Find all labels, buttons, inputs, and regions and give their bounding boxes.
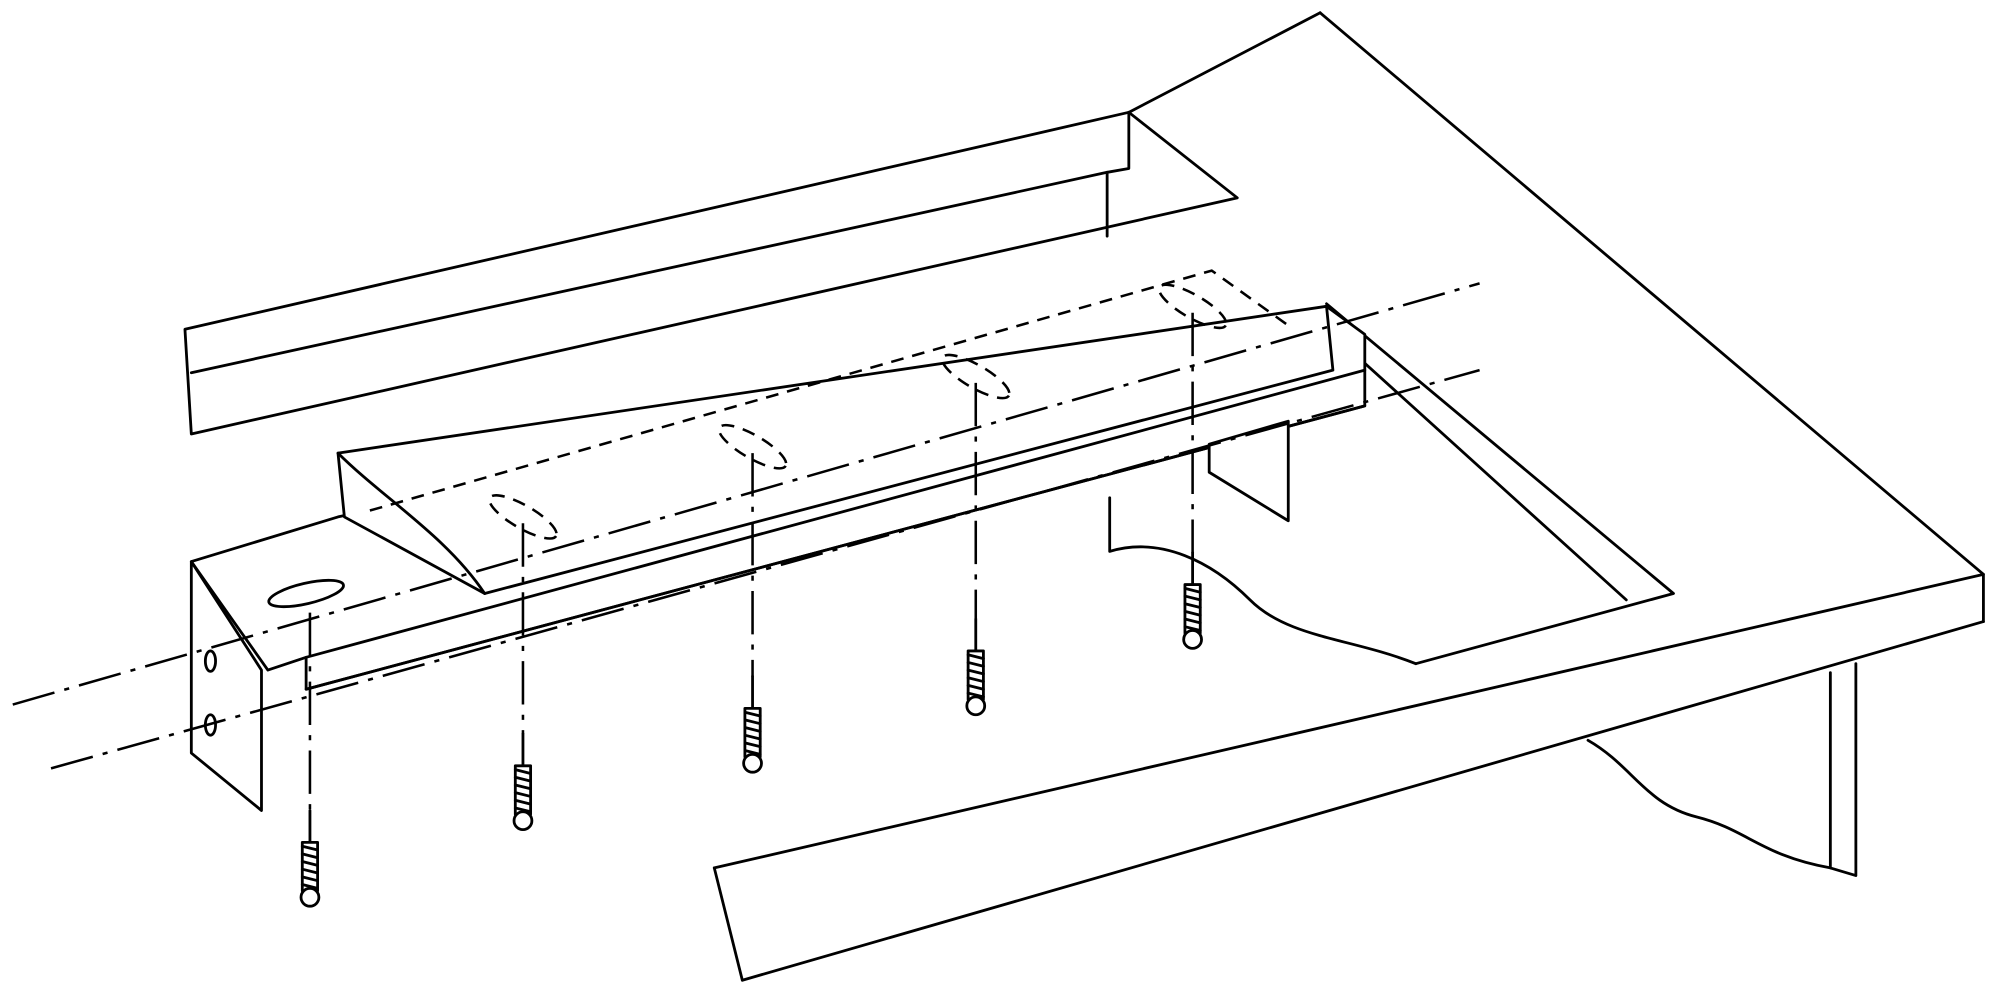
- hole: [203, 713, 217, 737]
- slot-outline: [488, 494, 558, 540]
- countertop: [712, 11, 1985, 982]
- screws: [203, 312, 1203, 908]
- screw: [512, 523, 534, 832]
- cabinet-support: [1108, 496, 1858, 877]
- mounting-block: [336, 304, 1335, 595]
- slots: [488, 283, 1228, 540]
- hole: [203, 649, 217, 673]
- screw: [965, 382, 987, 717]
- slot-outline: [1157, 283, 1228, 330]
- slot-outline: [717, 423, 788, 470]
- screw: [742, 453, 763, 774]
- back-strip: [183, 110, 1239, 436]
- screw: [1182, 312, 1203, 650]
- center-lines: [12, 269, 1480, 770]
- screw: [299, 612, 321, 908]
- slot-outline: [940, 353, 1011, 400]
